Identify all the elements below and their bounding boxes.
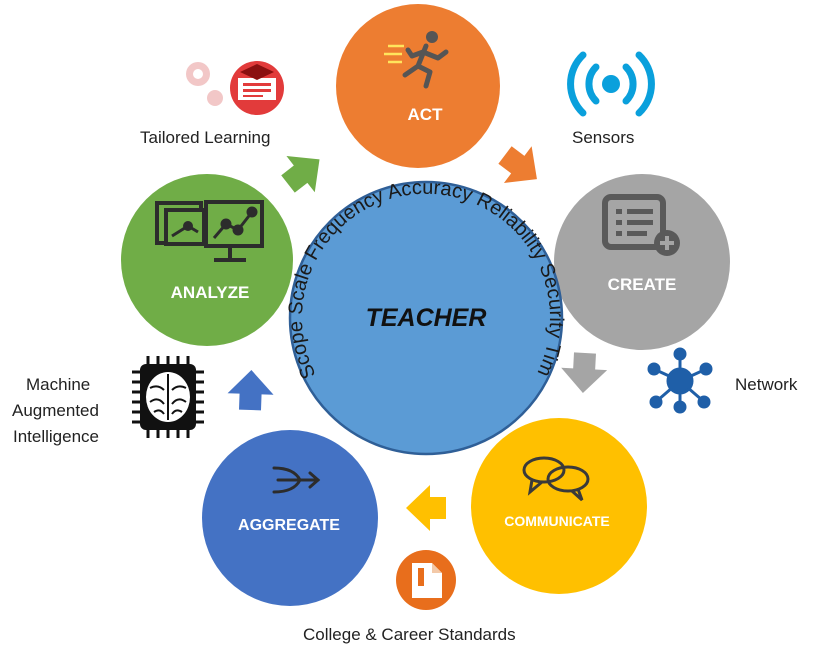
form-add-icon [602,194,680,256]
flow-arrow-communicate-to-aggregate [406,485,446,531]
stage-communicate: COMMUNICATE [471,418,647,594]
label-college-career-standards: College & Career Standards [303,625,516,644]
stage-act: ACT [336,4,500,168]
wireless-signal-icon [567,51,655,117]
stage-label-analyze: ANALYZE [171,283,250,302]
label-sensors: Sensors [572,128,634,147]
chat-bubbles-icon [522,456,590,502]
flow-arrow-analyze-to-act [281,156,320,193]
stage-label-communicate: COMMUNICATE [504,513,610,529]
document-icon [396,550,456,610]
network-hub-icon [647,347,713,414]
label-network: Network [735,375,798,394]
monitor-chart-icon [155,200,264,262]
flow-arrow-aggregate-to-analyze [227,370,274,411]
flow-arrow-create-to-communicate [561,352,608,393]
label-tailored-learning: Tailored Learning [140,128,270,147]
stage-create: CREATE [554,174,730,350]
label-machine-line-1: Machine [26,375,90,394]
flow-arrow-act-to-create [498,146,537,183]
center-title: TEACHER [366,304,487,332]
stage-label-act: ACT [408,105,444,124]
brain-chip-icon [132,356,204,438]
label-machine-line-3: Intelligence [13,427,99,446]
graduation-cap-screen-icon [186,61,284,115]
stage-analyze: ANALYZE [121,174,293,346]
label-machine-line-2: Augmented [12,401,99,420]
merge-arrows-icon [272,466,321,494]
stage-aggregate: AGGREGATE [202,430,378,606]
running-person-icon [384,31,449,89]
stage-label-create: CREATE [608,275,677,294]
stage-label-aggregate: AGGREGATE [238,517,340,534]
